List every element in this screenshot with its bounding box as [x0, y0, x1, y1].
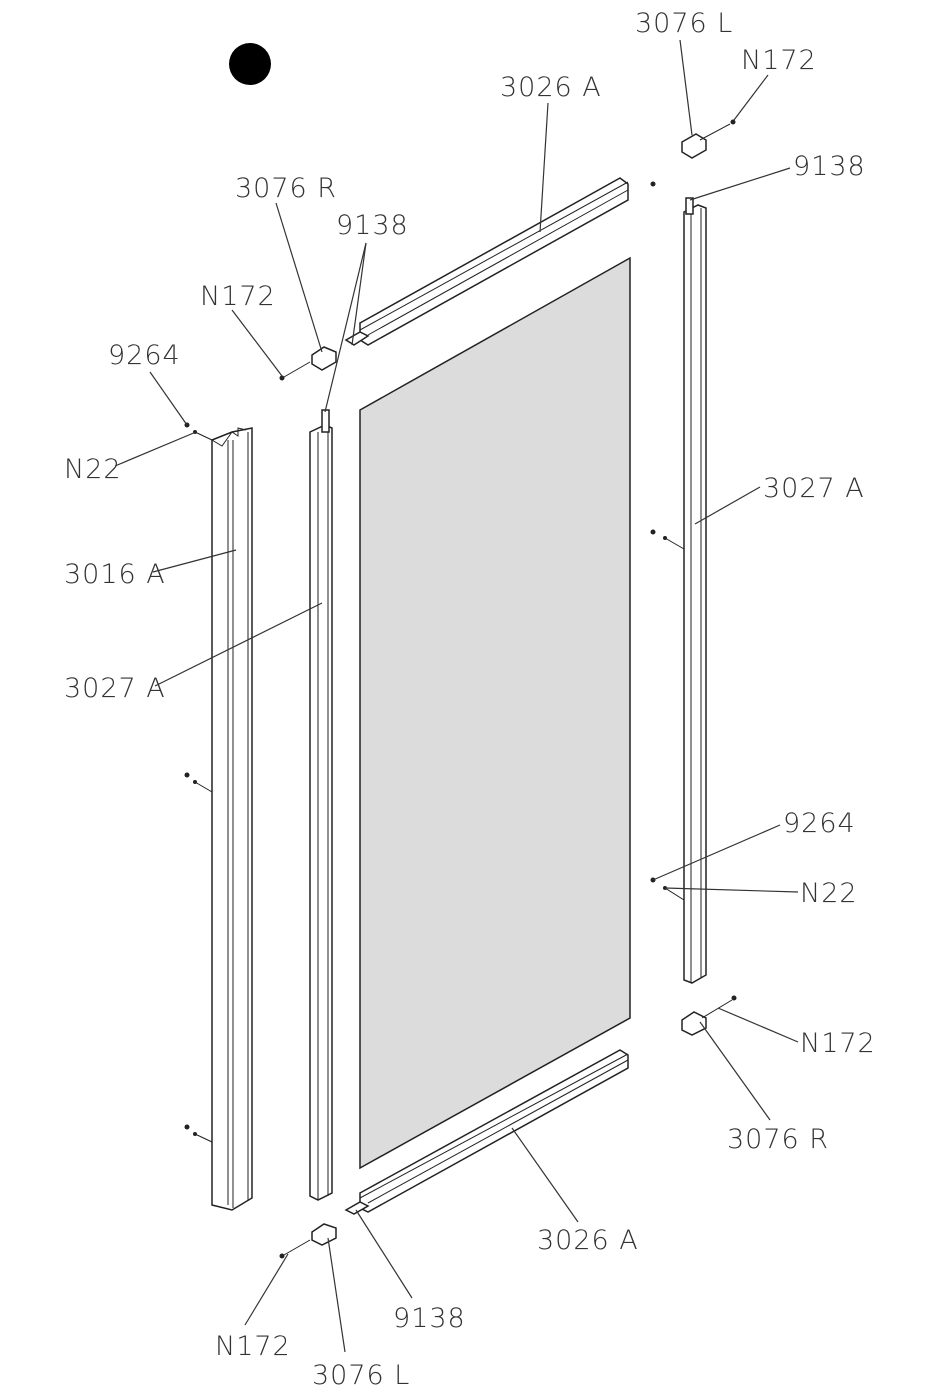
label-3076l-bottom: 3076 L: [312, 1360, 410, 1391]
label-9138-bottom: 9138: [393, 1303, 466, 1334]
label-n172-left: N172: [200, 281, 276, 312]
label-3026a-bottom: 3026 A: [537, 1225, 639, 1256]
label-3027a-left: 3027 A: [64, 673, 166, 704]
end-cap-3076l-top: [682, 124, 730, 158]
label-n22-left: N22: [64, 454, 122, 485]
profile-3027a-left: [310, 410, 332, 1200]
label-3076r-bottom: 3076 R: [727, 1124, 829, 1155]
end-cap-3076r-top: [284, 347, 336, 377]
glass-panel: [360, 258, 630, 1168]
label-n22-right: N22: [800, 878, 858, 909]
label-3026a-top: 3026 A: [500, 72, 602, 103]
wall-profile-3016a: [212, 428, 252, 1210]
label-3016a: 3016 A: [64, 559, 166, 590]
end-cap-3076r-bottom: [682, 1000, 732, 1035]
label-n172-bottom-left: N172: [215, 1331, 291, 1362]
label-9138-top-left: 9138: [336, 210, 409, 241]
label-9264-left: 9264: [108, 340, 181, 371]
label-3027a-right: 3027 A: [763, 473, 865, 504]
label-9138-top-right: 9138: [793, 151, 866, 182]
marker-dot: [229, 43, 271, 85]
label-9264-right: 9264: [783, 808, 856, 839]
label-n172-top: N172: [741, 45, 817, 76]
label-3076l-top: 3076 L: [635, 8, 733, 39]
label-3076r-top: 3076 R: [235, 173, 337, 204]
label-n172-bottom-right: N172: [800, 1028, 876, 1059]
